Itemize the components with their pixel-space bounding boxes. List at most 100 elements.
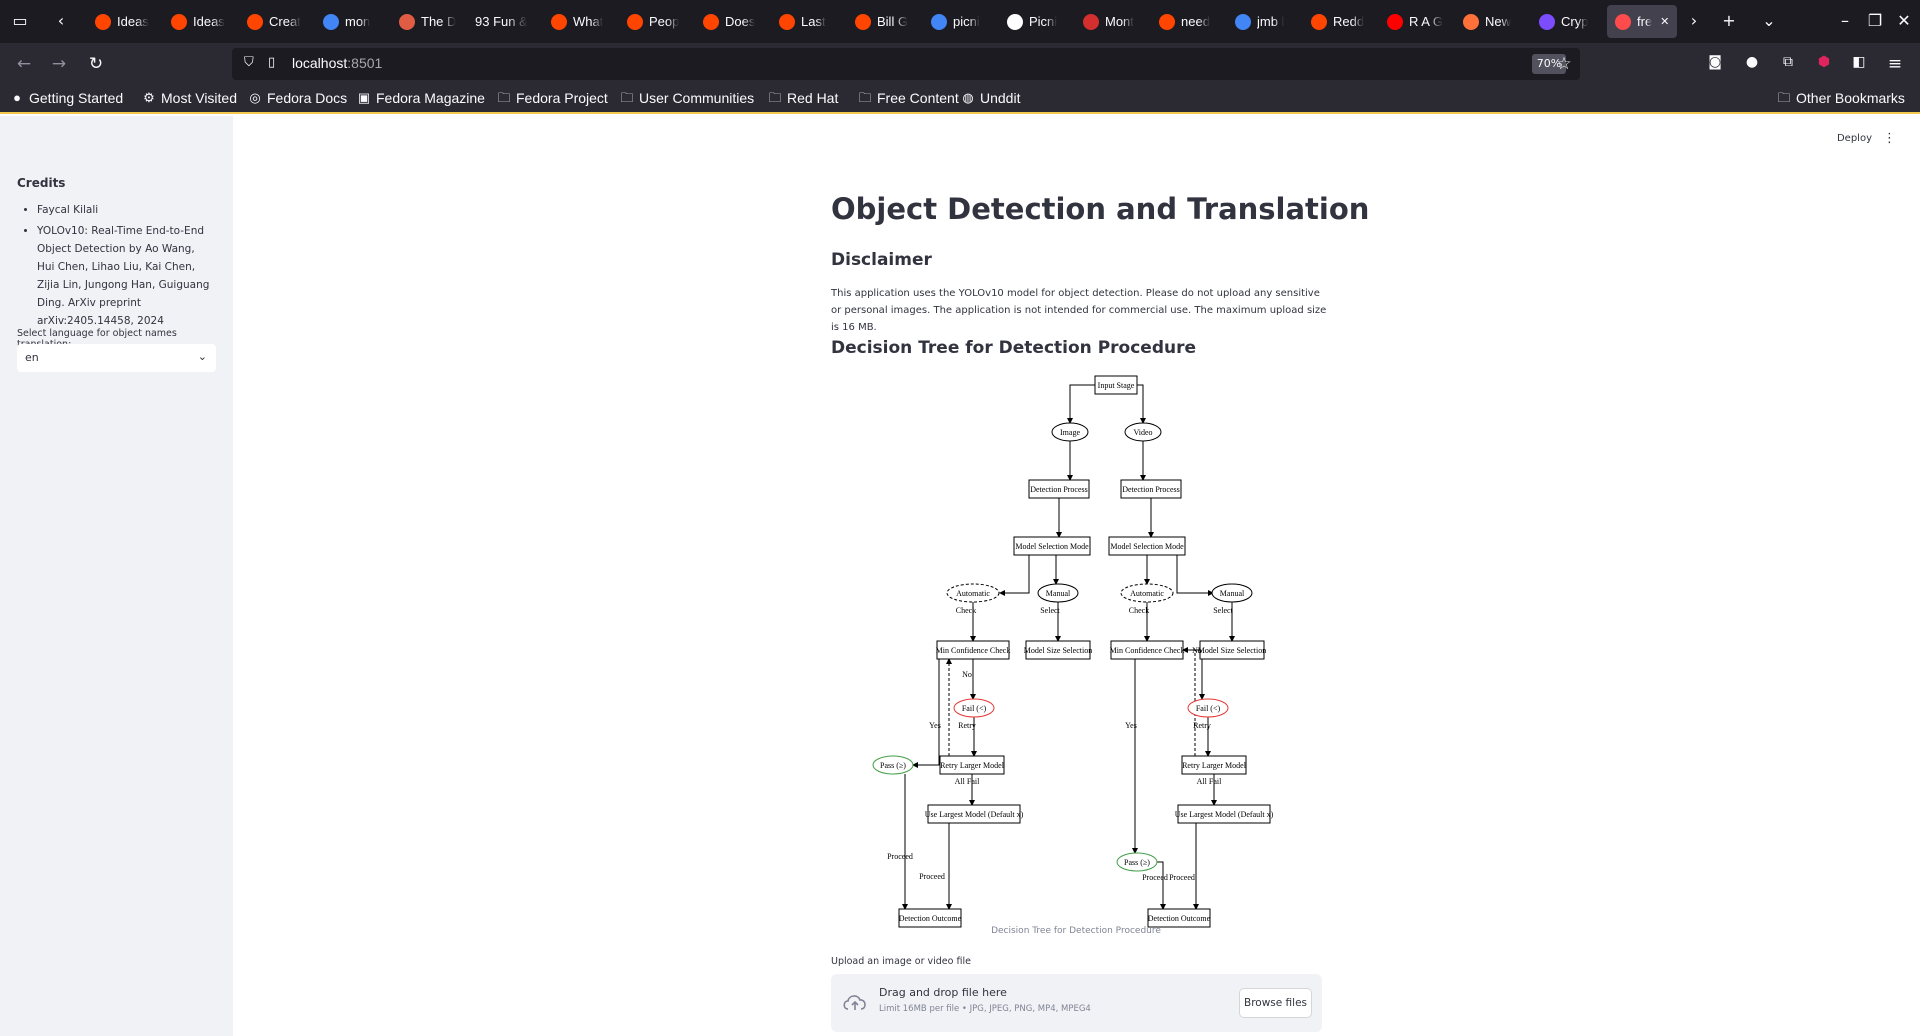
diagram-ellipse <box>1211 583 1253 603</box>
diagram-box <box>1013 536 1091 556</box>
diagram-box <box>936 640 1010 660</box>
bookmark-item[interactable]: 🗀Fedora Project <box>497 90 608 106</box>
zoom-level[interactable]: 70% <box>1532 54 1566 74</box>
browser-tab[interactable]: Ideas <box>87 5 161 38</box>
list-all-tabs-icon[interactable]: ⌄ <box>1762 11 1776 30</box>
diagram-box <box>1147 908 1211 928</box>
browser-tab[interactable]: Creat <box>239 5 313 38</box>
browser-tab[interactable]: R A G <box>1379 5 1453 38</box>
scroll-tabs-left-icon[interactable]: ‹ <box>57 11 65 30</box>
browser-tab[interactable]: Bill G <box>847 5 921 38</box>
diagram-edge-label: Select <box>1213 606 1233 615</box>
file-dropzone[interactable]: Drag and drop file here Limit 16MB per f… <box>831 974 1322 1032</box>
diagram-box <box>1025 640 1091 660</box>
diagram-node-label: Detection Process <box>1122 485 1180 494</box>
other-bookmarks[interactable]: 🗀 Other Bookmarks <box>1777 90 1905 106</box>
ublock-icon[interactable]: ⬢ <box>1817 54 1831 70</box>
bookmark-item[interactable]: 🗀Free Content <box>858 90 958 106</box>
credit-item: Faycal Kilali <box>37 201 210 219</box>
more-options-icon[interactable]: ⋮ <box>1883 131 1896 146</box>
browser-tab[interactable]: mon <box>315 5 389 38</box>
shield-icon[interactable]: ⛉ <box>244 55 254 70</box>
reload-icon[interactable]: ↻ <box>88 54 104 74</box>
bookmark-item[interactable]: ◍Unddit <box>961 90 1020 106</box>
diagram-node-label: Image <box>1060 428 1080 437</box>
profile-icon[interactable]: ● <box>1745 54 1759 70</box>
browser-tab[interactable]: fre✕ <box>1607 5 1677 38</box>
browser-tab[interactable]: What <box>543 5 617 38</box>
bookmark-label: Fedora Docs <box>267 90 348 106</box>
deploy-button[interactable]: Deploy <box>1836 133 1872 144</box>
browser-tab[interactable]: Does <box>695 5 769 38</box>
diagram-box <box>1028 479 1090 499</box>
diagram-edge <box>912 659 940 768</box>
folder-icon: 🗀 <box>620 90 634 105</box>
scroll-tabs-right-icon[interactable]: › <box>1690 11 1698 30</box>
bookmark-item[interactable]: 🗀User Communities <box>620 90 754 106</box>
tab-favicon-icon <box>1387 13 1403 30</box>
bookmark-star-icon[interactable]: ☆ <box>1556 54 1572 74</box>
new-tab-icon[interactable]: + <box>1722 11 1736 30</box>
diagram-edge <box>1176 555 1214 596</box>
bookmark-label: Fedora Magazine <box>376 90 485 106</box>
bookmark-item[interactable]: ⚙Most Visited <box>142 90 237 106</box>
diagram-box <box>939 755 1005 775</box>
tab-favicon-icon <box>1539 13 1555 30</box>
browse-files-button[interactable]: Browse files <box>1239 988 1312 1018</box>
browser-tab[interactable]: The D <box>391 5 465 38</box>
bookmark-label: Fedora Project <box>516 90 608 106</box>
tab-label: Does <box>725 14 756 29</box>
close-tab-icon[interactable]: ✕ <box>1660 16 1670 28</box>
diagram-edge-label: All Fail <box>955 777 980 786</box>
tab-favicon-icon <box>1159 13 1175 30</box>
diagram-edge <box>1067 384 1105 424</box>
drop-title: Drag and drop file here <box>879 986 1007 999</box>
extensions-icon[interactable]: ⧉ <box>1783 54 1793 70</box>
puzzle-icon[interactable]: ◧ <box>1852 54 1866 70</box>
browser-tab[interactable]: Picni <box>999 5 1073 38</box>
back-icon[interactable]: ← <box>16 54 32 74</box>
language-select[interactable]: en ⌄ <box>17 344 216 372</box>
diagram-edge-label: Select <box>1040 606 1060 615</box>
bookmark-item[interactable]: 🗀Red Hat <box>768 90 838 106</box>
tab-list-icon[interactable]: ▭ <box>12 11 28 30</box>
menu-icon[interactable]: ≡ <box>1887 54 1903 74</box>
browser-tab[interactable]: picni <box>923 5 997 38</box>
diagram-node-label: Video <box>1133 428 1152 437</box>
bookmark-item[interactable]: ●Getting Started <box>10 90 123 106</box>
chevron-down-icon: ⌄ <box>197 350 207 363</box>
diagram-ellipse <box>872 755 914 775</box>
browser-tab[interactable]: New <box>1455 5 1529 38</box>
browser-tab[interactable]: Cryp <box>1531 5 1605 38</box>
browser-tab[interactable]: Last <box>771 5 845 38</box>
page-icon[interactable]: ▯ <box>268 55 276 70</box>
diagram-edge-label: Proceed <box>1142 873 1168 882</box>
diagram-node-label: Pass (≥) <box>880 761 906 770</box>
diagram-node-label: Use Largest Model (Default x) <box>925 810 1024 819</box>
browser-tab[interactable]: Mont <box>1075 5 1149 38</box>
tab-label: R A G <box>1409 14 1443 29</box>
forward-icon[interactable]: → <box>51 54 67 74</box>
url-bar[interactable]: ⛉ ▯ localhost:8501 70% <box>232 48 1580 80</box>
diagram-node-label: Model Selection Mode <box>1015 542 1089 551</box>
bookmark-item[interactable]: ▣ Fedora Magazine <box>357 90 485 106</box>
browser-tab[interactable]: Peop <box>619 5 693 38</box>
disclaimer-text: This application uses the YOLOv10 model … <box>831 288 1327 333</box>
browser-tab[interactable]: need <box>1151 5 1225 38</box>
diagram-node-label: Detection Outcome <box>899 914 962 923</box>
diagram-node-label: Fail (<) <box>1196 704 1221 713</box>
minimize-icon[interactable]: – <box>1841 11 1849 30</box>
bookmark-label: Red Hat <box>787 90 839 106</box>
bookmark-icon: ▣ <box>357 90 371 105</box>
browser-tab[interactable]: Ideas <box>163 5 237 38</box>
pocket-icon[interactable]: ◙ <box>1708 54 1722 70</box>
browser-tab[interactable]: Redd <box>1303 5 1377 38</box>
bookmark-item[interactable]: ◎Fedora Docs <box>248 90 347 106</box>
diagram-edge <box>999 555 1030 596</box>
restore-icon[interactable]: ❐ <box>1867 11 1883 30</box>
browser-tab[interactable]: jmb l <box>1227 5 1301 38</box>
close-window-icon[interactable]: ✕ <box>1897 11 1911 30</box>
tab-label: Bill G <box>877 14 909 29</box>
browser-tab[interactable]: 93 Fun & <box>467 5 541 38</box>
diagram-box <box>1181 755 1247 775</box>
